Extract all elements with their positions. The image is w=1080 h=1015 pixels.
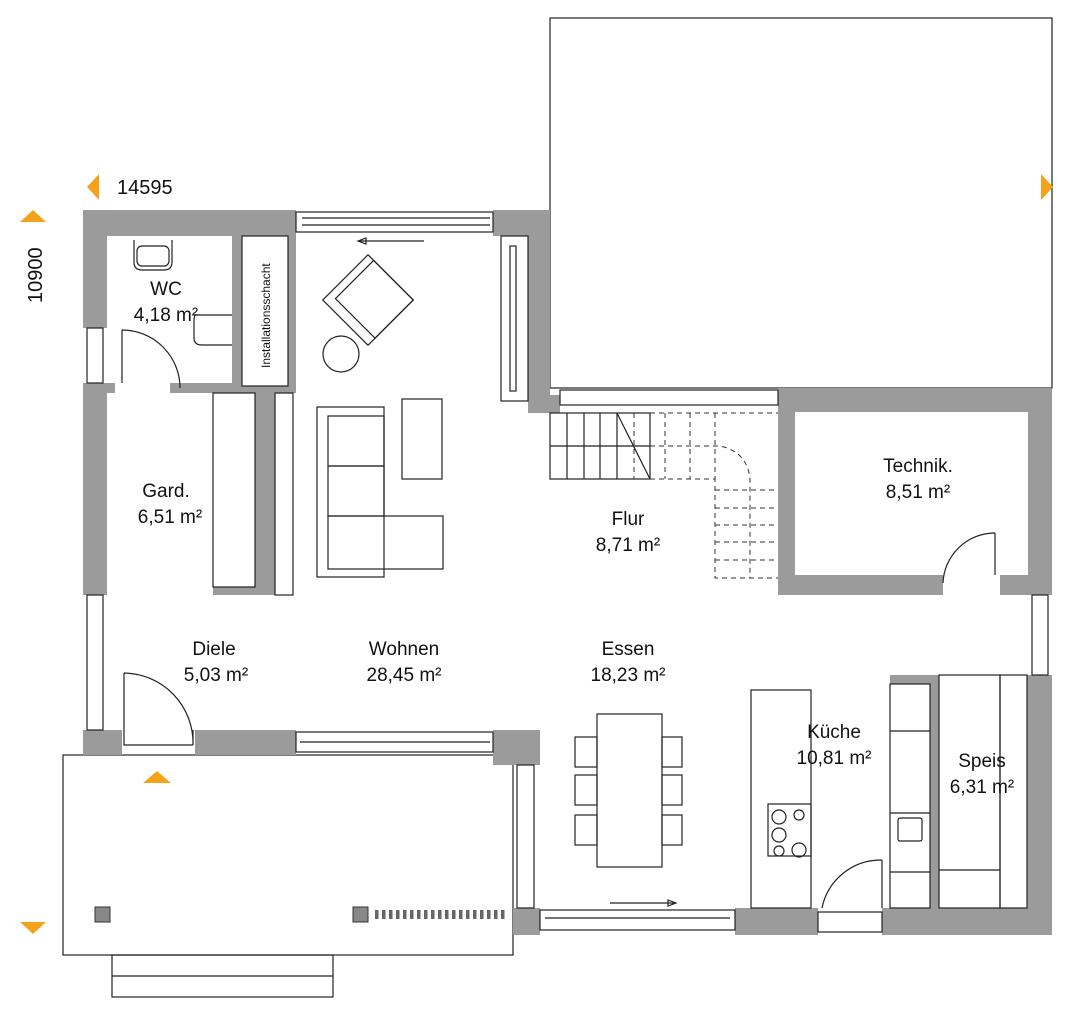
svg-text:Diele: Diele — [192, 639, 235, 660]
grate-slot — [452, 910, 456, 919]
doors — [121, 329, 996, 909]
room-kueche: Küche 10,81 m² — [797, 722, 872, 769]
svg-text:4,18 m²: 4,18 m² — [134, 305, 198, 326]
walls — [83, 210, 1052, 935]
svg-text:10,81 m²: 10,81 m² — [797, 748, 872, 769]
grate-slot — [410, 910, 414, 919]
svg-text:Speis: Speis — [958, 751, 1006, 772]
grate-slot — [501, 910, 505, 919]
upper-outline — [549, 17, 1053, 389]
grate-slot — [403, 910, 407, 919]
grate-slot — [396, 910, 400, 919]
grate-slot — [445, 910, 449, 919]
grate-slot — [424, 910, 428, 919]
grate-slot — [459, 910, 463, 919]
room-wc: WC 4,18 m² — [134, 279, 198, 326]
arrow-right-icon — [1041, 174, 1053, 200]
terrace — [62, 754, 514, 956]
svg-text:Küche: Küche — [807, 722, 861, 743]
grate-slot — [389, 910, 393, 919]
entrance-arrow-icon — [143, 771, 171, 783]
svg-text:Technik.: Technik. — [883, 456, 953, 477]
grate-slot — [375, 910, 379, 919]
room-technik: Technik. 8,51 m² — [883, 456, 953, 503]
svg-text:6,31 m²: 6,31 m² — [950, 777, 1014, 798]
grate-slot — [466, 910, 470, 919]
room-gard: Gard. 6,51 m² — [138, 481, 202, 528]
grate-slot — [473, 910, 477, 919]
room-speis: Speis 6,31 m² — [950, 751, 1014, 798]
drain-grate — [375, 910, 505, 919]
width-dimension: 14595 — [117, 177, 173, 199]
grate-slot — [487, 910, 491, 919]
svg-text:Wohnen: Wohnen — [369, 639, 439, 660]
arrow-down-icon — [20, 922, 46, 934]
svg-text:Essen: Essen — [602, 639, 655, 660]
grate-slot — [438, 910, 442, 919]
room-essen: Essen 18,23 m² — [591, 639, 666, 686]
svg-text:Flur: Flur — [612, 509, 645, 530]
grate-slot — [494, 910, 498, 919]
grate-slot — [431, 910, 435, 919]
depth-dimension: 10900 — [25, 247, 47, 303]
room-wohnen: Wohnen 28,45 m² — [367, 639, 442, 686]
svg-text:18,23 m²: 18,23 m² — [591, 665, 666, 686]
grate-slot — [417, 910, 421, 919]
svg-text:5,03 m²: 5,03 m² — [184, 665, 248, 686]
arrow-up-icon — [20, 210, 46, 222]
shaft-label: Installationsschacht — [259, 263, 273, 368]
room-flur: Flur 8,71 m² — [596, 509, 660, 556]
grate-slot — [382, 910, 386, 919]
svg-text:6,51 m²: 6,51 m² — [138, 507, 202, 528]
svg-text:28,45 m²: 28,45 m² — [367, 665, 442, 686]
svg-text:WC: WC — [150, 279, 182, 300]
svg-text:8,71 m²: 8,71 m² — [596, 535, 660, 556]
grate-slot — [480, 910, 484, 919]
post-marker — [352, 906, 369, 923]
furniture — [133, 235, 1028, 909]
post-marker — [94, 906, 111, 923]
windows — [86, 211, 1049, 933]
svg-text:Gard.: Gard. — [142, 481, 190, 502]
svg-text:8,51 m²: 8,51 m² — [886, 482, 950, 503]
arrow-left-icon — [87, 174, 99, 200]
dimension-markers — [20, 174, 1053, 934]
room-diele: Diele 5,03 m² — [184, 639, 248, 686]
